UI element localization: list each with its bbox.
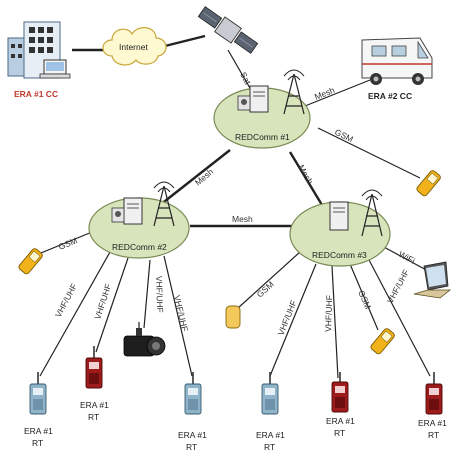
label-vhf-r3-b: VHF/UHF [323, 295, 334, 332]
label-gsm-r2: GSM [57, 235, 79, 252]
radio-handset-icon [261, 372, 279, 415]
laptop-icon [413, 261, 452, 299]
internet-label: Internet [119, 42, 148, 52]
rt-labels: ERA #1 RT ERA #1 RT ERA #1 RT ERA #1 RT … [24, 400, 447, 451]
mobile-phone-icon [370, 328, 395, 355]
label-vhf-r3-a: VHF/UHF [276, 299, 299, 337]
label-gsm-r1: GSM [333, 127, 355, 144]
radio-handset-icon [184, 372, 202, 415]
rt-label-1-line2: RT [32, 438, 43, 448]
internet-cloud-icon [102, 27, 167, 66]
links [35, 34, 431, 379]
rt-label-5-line2: RT [334, 428, 345, 438]
label-vhf-r2-d: VHF/UHF [172, 294, 190, 332]
link-gsm-r3-phone [349, 263, 379, 331]
satellite-icon [197, 6, 259, 54]
redcomm3-label: REDComm #3 [312, 250, 367, 260]
radio-handset-icon [29, 372, 47, 415]
antenna-tower-icon [283, 69, 305, 115]
rt-label-4-line1: ERA #1 [256, 430, 285, 440]
era1-cc-label: ERA #1 CC [14, 89, 58, 99]
sensor-icon [225, 305, 241, 329]
redcomm3-node: REDComm #3 [289, 189, 391, 267]
era2-cc-label: ERA #2 CC [368, 91, 412, 101]
label-mesh-r1-r2: Mesh [193, 166, 216, 187]
office-building-icon [7, 21, 71, 79]
link-gsm-r1 [317, 127, 421, 179]
label-mesh-cc2: Mesh [313, 85, 336, 102]
link-vhf-r3-b [331, 265, 339, 379]
redcomm1-node: REDComm #1 [213, 69, 311, 149]
label-mesh-r2-r3: Mesh [232, 214, 253, 224]
link-vhf-r2-a [39, 251, 111, 377]
rt-label-2-line1: ERA #1 [80, 400, 109, 410]
label-vhf-r3-c: VHF/UHF [385, 268, 411, 305]
label-vhf-r2-b: VHF/UHF [92, 282, 113, 320]
camera-icon [123, 322, 166, 357]
rt-label-5-line1: ERA #1 [326, 416, 355, 426]
label-gsm-r3-phone: GSM [356, 289, 373, 311]
antenna-tower-icon [153, 181, 175, 227]
rt-label-1-line1: ERA #1 [24, 426, 53, 436]
server-tower-icon [237, 85, 269, 113]
mobile-phone-icon [18, 248, 43, 275]
link-mesh-cc2 [299, 79, 371, 109]
server-tower-icon [111, 197, 143, 225]
label-mesh-r1-r3: Mesh [296, 163, 315, 186]
rt-label-4-line2: RT [264, 442, 275, 451]
mobile-phone-icon [416, 170, 441, 197]
rt-label-6-line1: ERA #1 [418, 418, 447, 428]
link-vhf-r3-c [367, 257, 431, 377]
radio-handset-icon [331, 372, 349, 413]
link-vhf-r2-c [143, 259, 151, 329]
rt-label-2-line2: RT [88, 412, 99, 422]
label-sat: Sat [238, 70, 253, 87]
label-gsm-r3-sensor: GSM [255, 279, 276, 299]
link-wifi [381, 245, 431, 273]
rt-label-6-line2: RT [428, 430, 439, 440]
link-vhf-r2-d [163, 255, 193, 377]
radio-handset-icon [85, 346, 103, 389]
link-vhf-r2-b [95, 257, 129, 353]
antenna-tower-icon [361, 189, 383, 237]
link-gsm-r3-sensor [237, 251, 301, 309]
ambulance-van-icon [361, 37, 433, 85]
rt-label-3-line1: ERA #1 [178, 430, 207, 440]
link-internet-satellite [164, 34, 206, 48]
server-tower-icon [329, 201, 349, 231]
label-vhf-r2-c: VHF/UHF [154, 276, 165, 313]
link-mesh-r1-r2 [159, 149, 231, 206]
redcomm2-node: REDComm #2 [88, 181, 190, 259]
link-vhf-r3-a [269, 263, 317, 377]
rt-label-3-line2: RT [186, 442, 197, 451]
redcomm1-label: REDComm #1 [235, 132, 290, 142]
radio-handset-icon [425, 372, 443, 415]
link-gsm-r2 [35, 231, 93, 256]
link-mesh-r1-r3 [288, 151, 324, 206]
redcomm2-label: REDComm #2 [112, 242, 167, 252]
